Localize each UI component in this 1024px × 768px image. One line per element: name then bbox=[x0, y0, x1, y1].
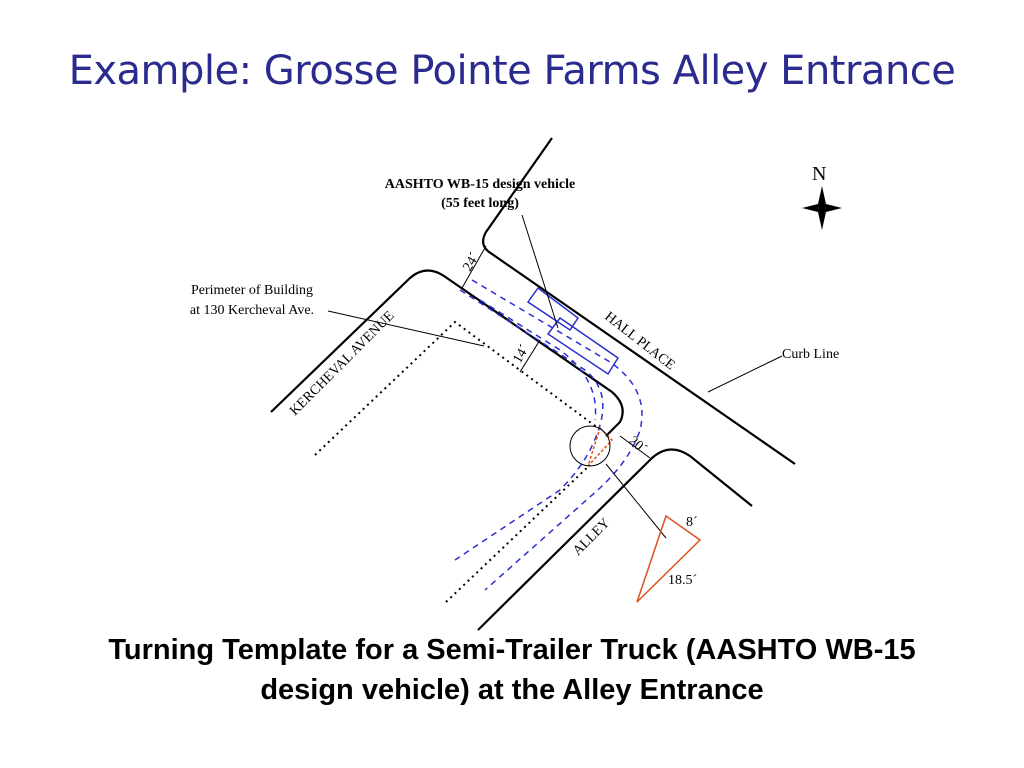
perimeter-leader bbox=[327, 310, 485, 347]
street-label-alley: ALLEY bbox=[570, 516, 613, 559]
leader-to-triangle bbox=[605, 463, 667, 539]
curb-line-label: Curb Line bbox=[782, 347, 839, 362]
alley-left-edge bbox=[445, 464, 591, 603]
north-label: N bbox=[812, 163, 826, 185]
sight-triangle-detail bbox=[636, 514, 702, 603]
dim-20-line bbox=[619, 435, 651, 459]
slide-title: Example: Grosse Pointe Farms Alley Entra… bbox=[68, 48, 956, 94]
dim-14-line bbox=[519, 339, 541, 373]
street-label-hall: HALL PLACE bbox=[602, 309, 678, 373]
vehicle-path-outer bbox=[471, 279, 643, 591]
slide-caption: Turning Template for a Semi-Trailer Truc… bbox=[0, 630, 1024, 710]
north-arrow-icon bbox=[802, 186, 842, 230]
curb-line-alley-right bbox=[477, 448, 753, 631]
vehicle-leader bbox=[521, 214, 559, 329]
dim-14-label: 14´ bbox=[510, 342, 532, 366]
street-label-kercheval: KERCHEVAL AVENUE bbox=[287, 309, 397, 419]
curb-line-kercheval-corner bbox=[270, 269, 624, 437]
vehicle-path-inner bbox=[454, 289, 604, 561]
dim-24-line bbox=[461, 245, 487, 289]
building-perimeter bbox=[314, 320, 599, 456]
vehicle-label-line2: (55 feet long) bbox=[441, 196, 519, 211]
dim-18-5-label: 18.5´ bbox=[668, 573, 697, 588]
curb-line-hall-place bbox=[481, 137, 796, 465]
perimeter-label-line1: Perimeter of Building bbox=[191, 283, 313, 298]
vehicle-tractor bbox=[526, 286, 580, 332]
vehicle-trailer bbox=[546, 316, 620, 376]
vehicle-path-mid bbox=[479, 299, 597, 421]
curb-line-leader bbox=[707, 355, 783, 393]
corner-circle bbox=[569, 425, 611, 467]
caption-line1: Turning Template for a Semi-Trailer Truc… bbox=[108, 634, 916, 666]
dim-24-label: 24´ bbox=[460, 250, 482, 274]
sight-triangle-small bbox=[587, 426, 614, 467]
dim-8-label: 8´ bbox=[686, 515, 698, 530]
caption-line2: design vehicle) at the Alley Entrance bbox=[260, 674, 764, 706]
perimeter-label-line2: at 130 Kercheval Ave. bbox=[190, 303, 314, 318]
vehicle-label-line1: AASHTO WB-15 design vehicle bbox=[385, 177, 575, 192]
